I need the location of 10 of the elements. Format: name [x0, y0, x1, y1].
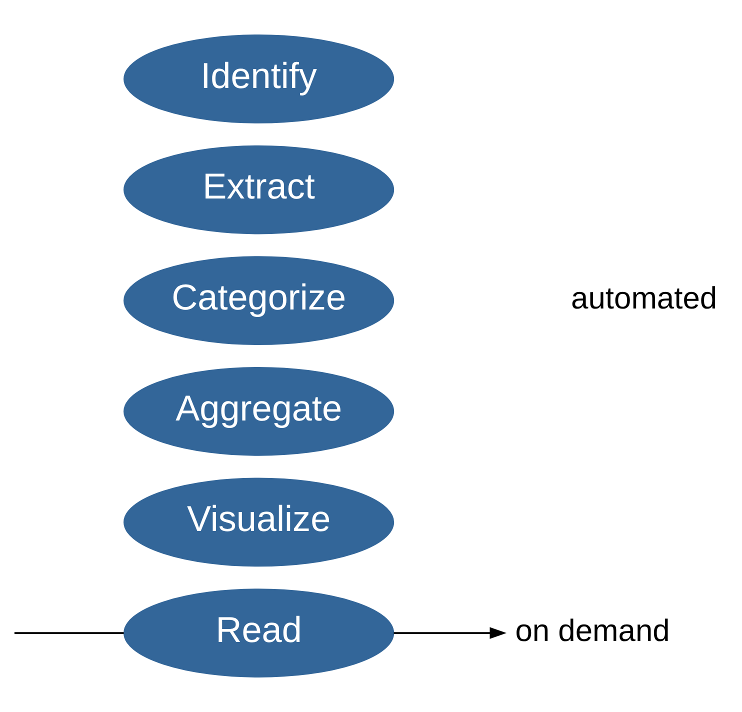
connector: [14, 632, 124, 634]
node-ellipse: Read: [124, 588, 394, 678]
node-ellipse: Extract: [124, 145, 394, 234]
node-text: on demand: [515, 613, 670, 648]
arrow: [394, 627, 507, 639]
node-ellipse: Identify: [124, 34, 394, 124]
node-ellipse: Categorize: [124, 256, 394, 346]
label: automated: [571, 280, 718, 316]
node-ellipse: Visualize: [124, 478, 394, 567]
node-ellipse: Aggregate: [124, 366, 394, 456]
